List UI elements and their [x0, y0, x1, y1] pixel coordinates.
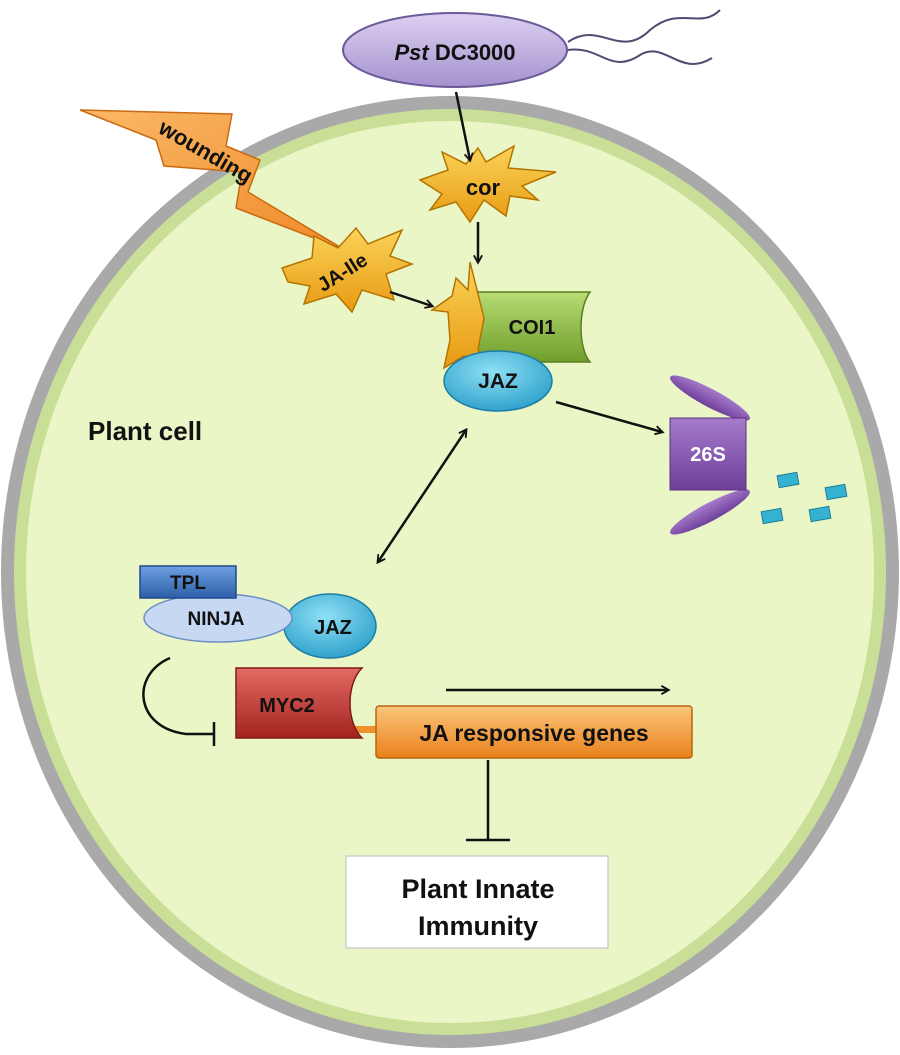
arrow-jaz-to-proteasome [555, 400, 662, 432]
bacterium-pst-dc3000: Pst DC3000 [342, 9, 721, 88]
tpl-protein [139, 565, 237, 599]
degraded-jaz-fragments [760, 471, 848, 525]
proteasome-26s: 26S [669, 375, 750, 535]
pathogen-italic: Pst [394, 40, 430, 65]
immunity-label-line1: Plant Innate [401, 874, 554, 904]
pathogen-name: DC3000 [429, 40, 516, 65]
arrows [378, 91, 668, 690]
fragment [808, 505, 832, 523]
cytoplasm [26, 121, 874, 1023]
ja-ile-shape [280, 226, 415, 314]
cor-shape [418, 144, 557, 224]
repressor-complex: JAZ NINJA TPL [139, 565, 377, 659]
plant-innate-immunity: Plant Innate Immunity [345, 855, 609, 949]
ja-ile-starburst: JA-Ile [280, 226, 415, 314]
bacterium-body [342, 12, 568, 88]
jaz-protein-top [443, 350, 553, 412]
flagellum [567, 48, 713, 65]
genes-label: JA responsive genes [419, 720, 648, 746]
proteasome-cap-bottom [670, 489, 750, 535]
genes-box [375, 705, 693, 759]
jaz-bottom-label: JAZ [314, 617, 352, 639]
flagellum [567, 9, 721, 43]
myc2-shape [235, 667, 364, 739]
ja-responsive-genes: JA responsive genes [375, 705, 693, 759]
ninja-label: NINJA [187, 609, 244, 630]
fragment [824, 483, 848, 501]
coi1-label: COI1 [509, 317, 556, 339]
arrow-ja-ile-to-complex [389, 290, 432, 306]
immunity-box [345, 855, 609, 949]
coi1-jaz-complex: COI1 JAZ [429, 261, 592, 412]
proteasome-cap-top [670, 375, 750, 421]
proteasome-label: 26S [690, 444, 726, 466]
arrow-pathogen-to-cor [454, 91, 470, 160]
myc2-label: MYC2 [259, 695, 315, 717]
tpl-label: TPL [170, 573, 206, 594]
inhibition-of-immunity [466, 760, 510, 842]
pathogen-label: Pst DC3000 [394, 40, 515, 65]
coi1-shape [477, 291, 592, 363]
jaz-top-label: JAZ [478, 370, 518, 393]
repression-arc [142, 656, 214, 736]
fragment [776, 471, 800, 489]
cor-label: cor [466, 175, 501, 200]
fragment [760, 507, 784, 525]
immunity-label-line2: Immunity [418, 911, 538, 941]
plant-cell-label: Plant cell [88, 416, 202, 446]
cor-starburst: cor [418, 144, 557, 224]
repression-symbol [142, 656, 216, 746]
arrow-jaz-exchange [378, 430, 466, 562]
myc2-transcription-factor: MYC2 [235, 667, 364, 739]
proteasome-core [669, 417, 747, 491]
plant-cell [1, 96, 899, 1048]
